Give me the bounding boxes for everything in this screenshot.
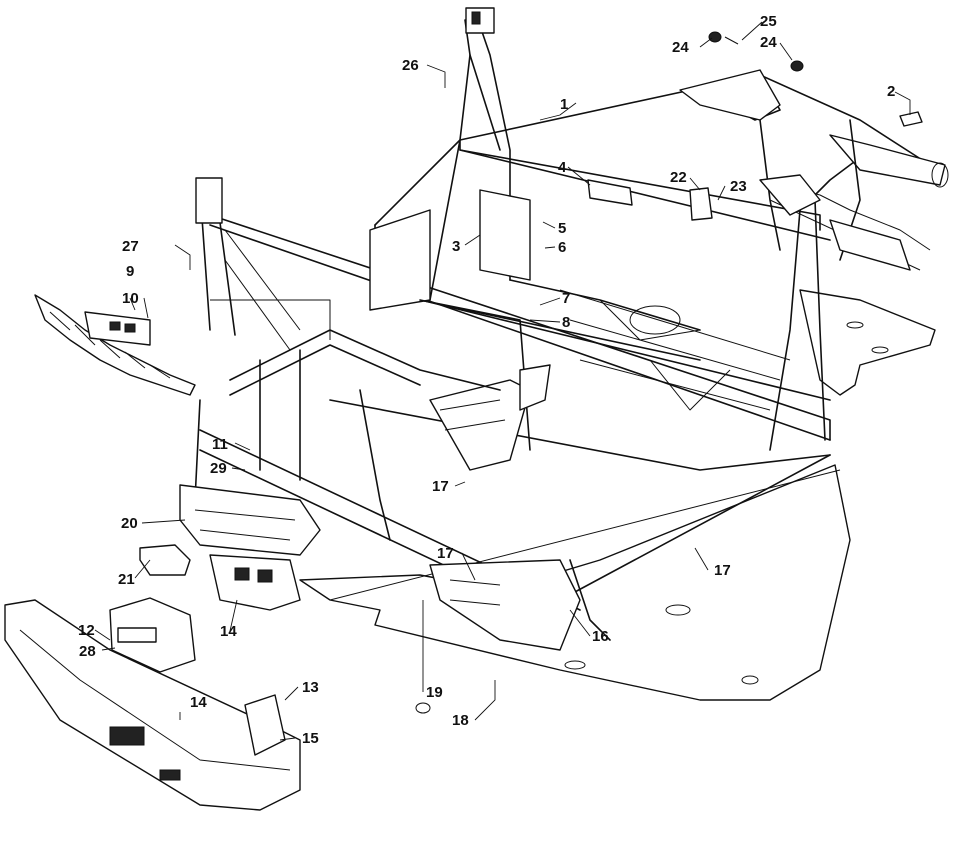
- callout-23: 23: [730, 178, 747, 195]
- callout-15: 15: [302, 730, 319, 747]
- callout-19: 19: [426, 684, 443, 701]
- callout-21: 21: [118, 571, 135, 588]
- callout-labels: 1 2 3 4 5 6 7 8 9 10 11 12 13 14 14 15 1…: [78, 13, 895, 747]
- callout-27: 27: [122, 238, 139, 255]
- main-frame: [179, 7, 949, 651]
- callout-2: 2: [887, 83, 895, 100]
- callout-13: 13: [302, 679, 319, 696]
- callout-1: 1: [560, 96, 568, 113]
- callout-4: 4: [558, 159, 567, 176]
- loose-parts: [4, 31, 923, 811]
- callout-5: 5: [558, 220, 566, 237]
- callout-18: 18: [452, 712, 469, 729]
- callout-17b: 17: [437, 545, 454, 562]
- callout-12: 12: [78, 622, 95, 639]
- callout-3: 3: [452, 238, 460, 255]
- callout-8: 8: [562, 314, 570, 331]
- callout-25: 25: [760, 13, 777, 30]
- callout-11: 11: [212, 436, 228, 453]
- callout-7: 7: [562, 290, 570, 307]
- callout-28: 28: [79, 643, 96, 660]
- skid-plate: [299, 464, 851, 701]
- callout-29: 29: [210, 460, 227, 477]
- rear-floor-plate: [799, 289, 936, 396]
- leader-lines: [94, 21, 911, 741]
- callout-14a: 14: [220, 623, 237, 640]
- rear-engine-area: [759, 174, 931, 271]
- callout-6: 6: [558, 239, 566, 256]
- callout-26: 26: [402, 57, 419, 74]
- callout-10: 10: [122, 290, 139, 307]
- callout-24a: 24: [672, 39, 689, 56]
- callout-16: 16: [592, 628, 609, 645]
- callout-24b: 24: [760, 34, 777, 51]
- callout-9: 9: [126, 263, 134, 280]
- callout-17c: 17: [714, 562, 731, 579]
- callout-14b: 14: [190, 694, 207, 711]
- callout-20: 20: [121, 515, 138, 532]
- callout-17a: 17: [432, 478, 449, 495]
- callout-22: 22: [670, 169, 687, 186]
